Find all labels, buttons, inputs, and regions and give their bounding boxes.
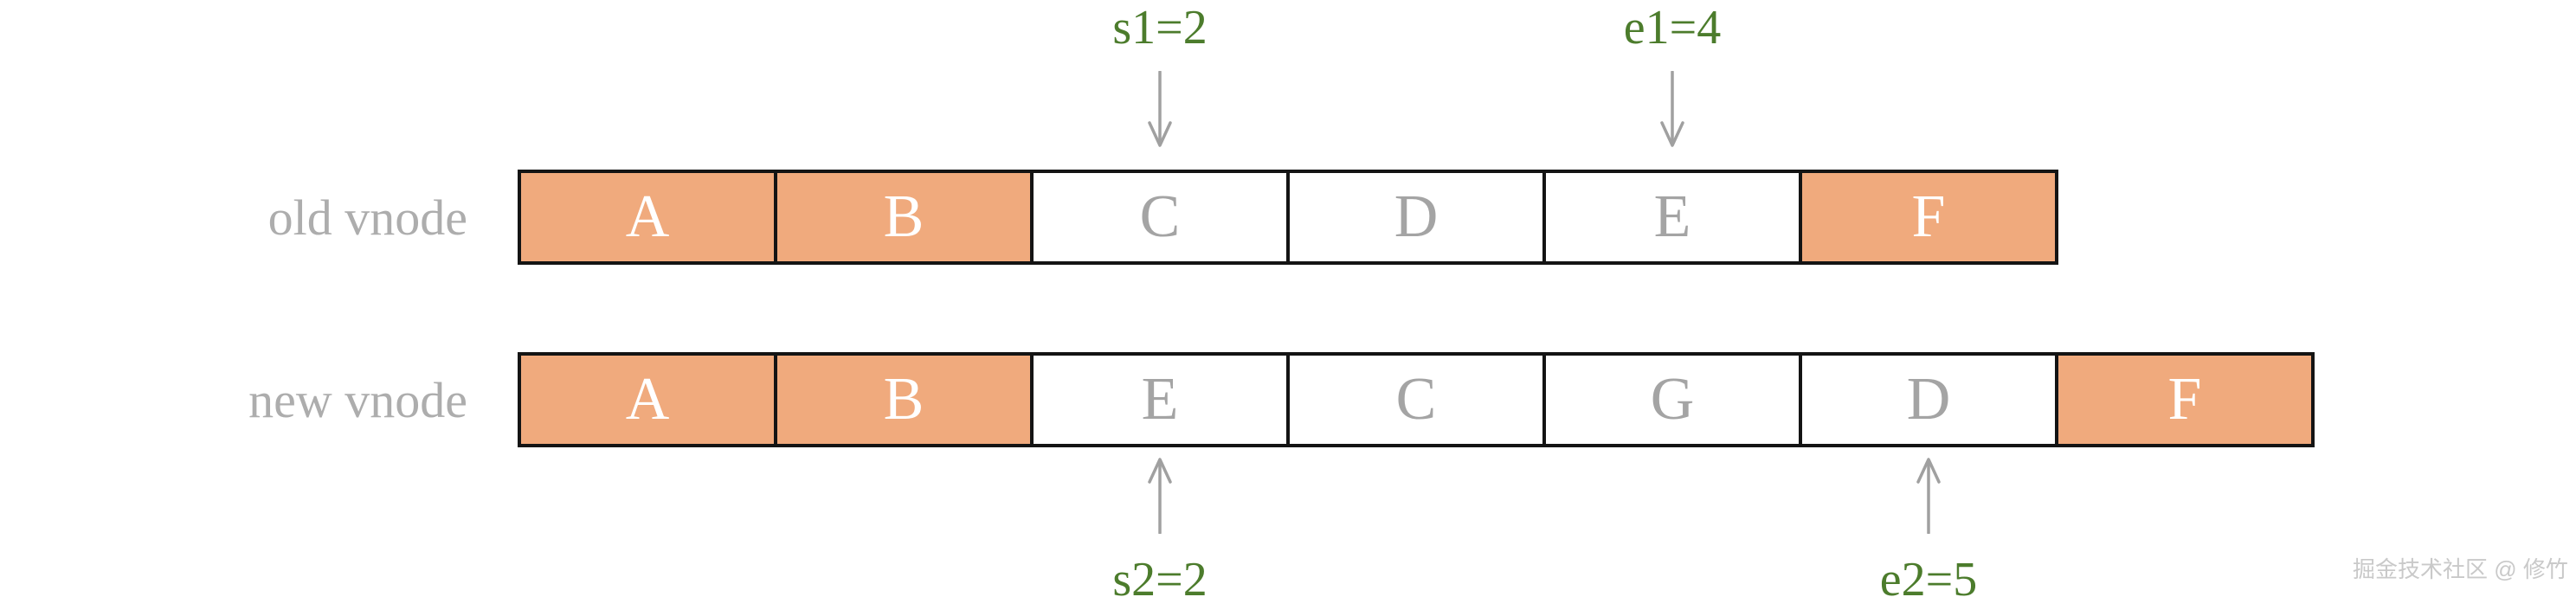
pointer-label-e2: e2=5 <box>1879 553 1978 597</box>
pointer-label-s1: s1=2 <box>1112 1 1208 55</box>
cell-new-d: D <box>1799 352 2058 447</box>
cell-new-g: G <box>1542 352 1802 447</box>
cell-old-a: A <box>518 170 777 265</box>
s2-arrow-up-icon <box>1141 456 1179 534</box>
cell-old-c: C <box>1030 170 1290 265</box>
pointer-label-s2: s2=2 <box>1112 553 1208 597</box>
cell-old-e: E <box>1542 170 1802 265</box>
cell-new-b: B <box>774 352 1034 447</box>
e2-arrow-up-icon <box>1909 456 1948 534</box>
watermark: 掘金技术社区 @ 修竹 <box>2353 556 2568 582</box>
cell-new-c: C <box>1286 352 1546 447</box>
old-vnode-row-label: old vnode <box>267 189 467 246</box>
e1-arrow-down-icon <box>1653 71 1691 149</box>
cell-old-f: F <box>1799 170 2058 265</box>
cell-old-b: B <box>774 170 1034 265</box>
pointer-label-e1: e1=4 <box>1623 1 1722 55</box>
cell-new-a: A <box>518 352 777 447</box>
cell-new-f: F <box>2055 352 2315 447</box>
new-vnode-row-label: new vnode <box>248 371 467 428</box>
cell-old-d: D <box>1286 170 1546 265</box>
cell-new-e: E <box>1030 352 1290 447</box>
s1-arrow-down-icon <box>1141 71 1179 149</box>
